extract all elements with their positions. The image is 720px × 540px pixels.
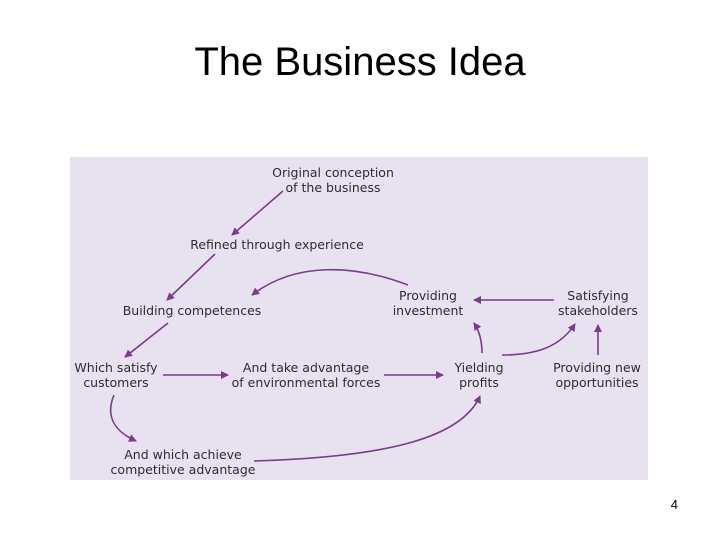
arrow-customers-to-competitive-advantage bbox=[109, 394, 137, 442]
node-which-satisfy-customers: Which satisfy customers bbox=[74, 360, 158, 390]
node-take-advantage-environmental-forces: And take advantage of environmental forc… bbox=[231, 360, 381, 390]
arrow-profits-to-stakeholders bbox=[501, 323, 576, 356]
node-yielding-profits: Yielding profits bbox=[454, 360, 504, 390]
arrow-investment-to-competences bbox=[251, 268, 409, 296]
node-achieve-competitive-advantage: And which achieve competitive advantage bbox=[110, 447, 256, 477]
arrow-refined-to-competences bbox=[166, 253, 216, 301]
arrow-conception-to-refined bbox=[231, 190, 284, 236]
page-number: 4 bbox=[670, 497, 678, 512]
node-providing-new-opportunities: Providing new opportunities bbox=[553, 360, 641, 390]
node-satisfying-stakeholders: Satisfying stakeholders bbox=[558, 288, 638, 318]
node-providing-investment: Providing investment bbox=[392, 288, 464, 318]
arrow-competitive-advantage-to-profits bbox=[253, 395, 481, 462]
node-refined-through-experience: Refined through experience bbox=[190, 237, 364, 252]
slide-title: The Business Idea bbox=[194, 40, 526, 84]
arrow-profits-to-investment bbox=[473, 322, 483, 354]
business-idea-diagram: Original conception of the business Refi… bbox=[70, 157, 648, 480]
arrow-competences-to-customers bbox=[124, 322, 169, 358]
node-building-competences: Building competences bbox=[122, 303, 262, 318]
node-original-conception: Original conception of the business bbox=[272, 165, 394, 195]
diagram-arrows bbox=[109, 190, 602, 462]
